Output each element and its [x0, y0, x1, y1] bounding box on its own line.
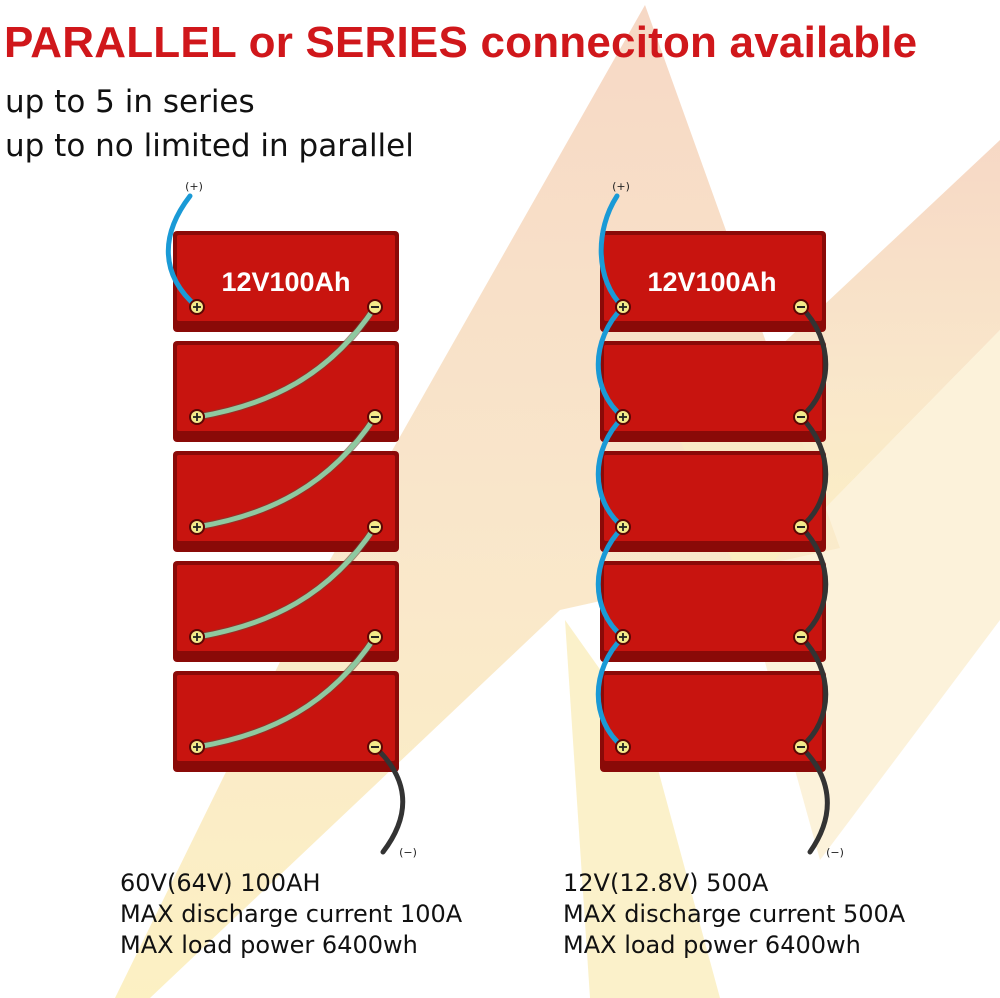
parallel-positive-label: (+) — [612, 180, 630, 193]
series-negative-wire — [372, 744, 406, 855]
series-diagram: 12V100Ah (+) (−) — [165, 180, 417, 859]
series-limit-text: up to 5 in series — [5, 84, 255, 120]
series-positive-label: (+) — [185, 180, 203, 193]
parallel-limit-text: up to no limited in parallel — [5, 128, 414, 164]
series-max-discharge: MAX discharge current 100A — [120, 900, 463, 928]
parallel-negative-wire — [797, 304, 830, 855]
parallel-diagram: 12V100Ah (+) (−) — [595, 180, 844, 859]
parallel-max-load-power: MAX load power 6400wh — [563, 931, 861, 959]
series-negative-label: (−) — [399, 846, 417, 859]
parallel-battery-label: 12V100Ah — [647, 267, 776, 297]
parallel-negative-label: (−) — [826, 846, 844, 859]
series-battery-label: 12V100Ah — [221, 267, 350, 297]
parallel-specs: 12V(12.8V) 500A MAX discharge current 50… — [563, 868, 905, 961]
parallel-voltage-capacity: 12V(12.8V) 500A — [563, 869, 769, 897]
series-max-load-power: MAX load power 6400wh — [120, 931, 418, 959]
parallel-max-discharge: MAX discharge current 500A — [563, 900, 906, 928]
series-specs: 60V(64V) 100AH MAX discharge current 100… — [120, 868, 462, 961]
series-positive-wire — [165, 193, 200, 310]
page-title: PARALLEL or SERIES conneciton available — [4, 18, 918, 67]
series-voltage-capacity: 60V(64V) 100AH — [120, 869, 321, 897]
parallel-positive-wire — [595, 193, 627, 750]
parallel-battery-stack — [600, 231, 826, 772]
